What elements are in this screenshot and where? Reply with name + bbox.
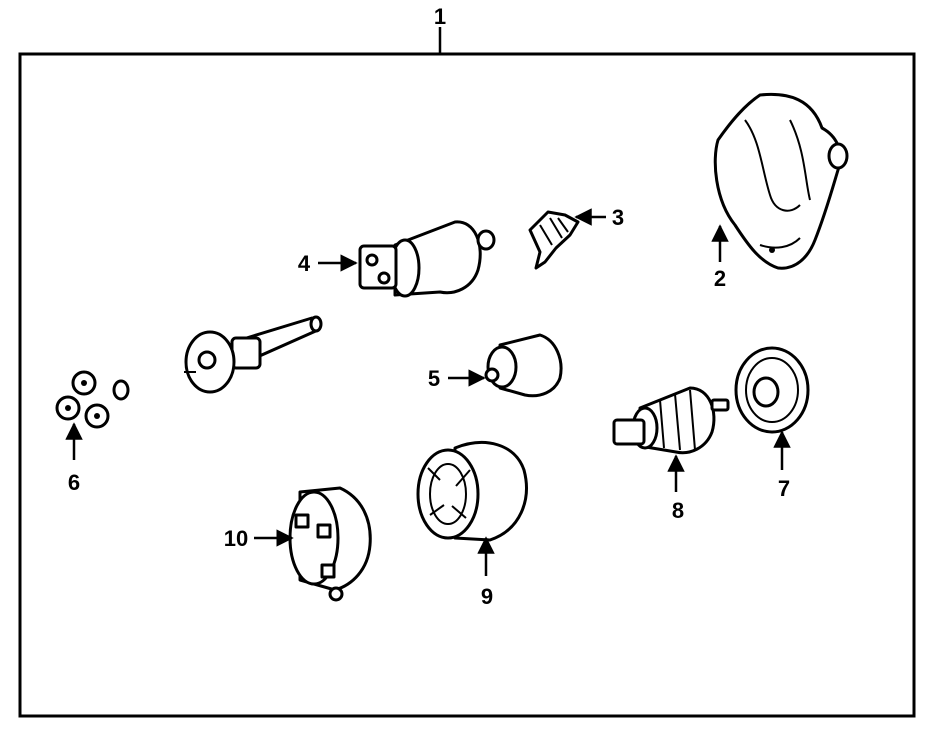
callout-8[interactable]: 8 <box>672 498 684 523</box>
callout-6[interactable]: 6 <box>68 470 80 495</box>
part-output-shaft <box>184 315 323 394</box>
part-2-drive-housing <box>713 92 849 270</box>
callout-5[interactable]: 5 <box>428 366 440 391</box>
part-3-clip <box>528 210 580 270</box>
part-8-armature <box>612 386 730 455</box>
assembly-frame <box>18 52 916 718</box>
callout-10[interactable]: 10 <box>224 526 248 551</box>
part-5-gear <box>484 333 563 398</box>
part-9-field-frame <box>416 441 528 542</box>
callout-1[interactable]: 1 <box>434 4 446 29</box>
callout-9[interactable]: 9 <box>481 584 493 609</box>
callout-7[interactable]: 7 <box>778 476 790 501</box>
part-6-planetary-gears <box>55 370 130 429</box>
part-7-end-cover <box>734 346 810 434</box>
callout-2[interactable]: 2 <box>714 266 726 291</box>
callout-4[interactable]: 4 <box>298 251 311 276</box>
part-4-solenoid <box>358 220 496 298</box>
part-10-brush-holder <box>288 486 372 602</box>
callout-3[interactable]: 3 <box>612 205 624 230</box>
